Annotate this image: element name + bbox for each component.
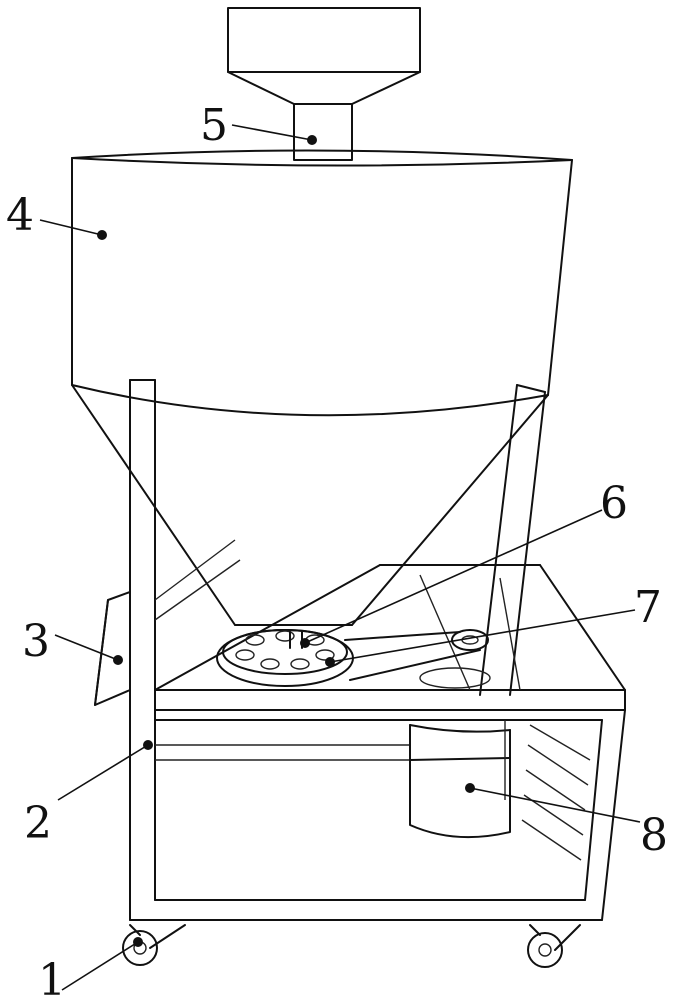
leader-8 [469, 787, 641, 823]
feed-funnel [227, 7, 421, 161]
callout-5: 5 [200, 100, 228, 151]
leader-dot-8 [465, 783, 475, 793]
motor [409, 720, 511, 839]
leaders [39, 124, 641, 991]
discharge-chute [94, 591, 131, 706]
callout-8: 8 [640, 810, 668, 861]
callout-1: 1 [38, 955, 66, 1000]
leader-dot-2 [143, 740, 153, 750]
callout-labels: 1 2 3 4 5 6 7 8 [6, 100, 668, 1000]
leader-6 [304, 509, 603, 644]
callout-3: 3 [22, 616, 50, 667]
leader-dot-7 [325, 657, 335, 667]
leader-2 [57, 744, 149, 801]
support-frame [129, 379, 626, 921]
callout-2: 2 [24, 798, 52, 849]
belt-drive [344, 629, 491, 689]
leader-dot-3 [113, 655, 123, 665]
leader-7 [329, 609, 636, 663]
leader-dot-4 [97, 230, 107, 240]
mixing-hopper [71, 149, 573, 626]
leader-1 [61, 941, 139, 991]
leader-dot-1 [133, 937, 143, 947]
wheels [122, 924, 581, 968]
leader-3 [54, 634, 119, 661]
leader-dot-5 [307, 135, 317, 145]
leader-dot-6 [300, 638, 310, 648]
callout-4: 4 [6, 190, 34, 241]
leader-4 [39, 219, 103, 236]
callout-7: 7 [634, 582, 662, 633]
leader-5 [231, 124, 313, 141]
callout-6: 6 [600, 478, 628, 529]
